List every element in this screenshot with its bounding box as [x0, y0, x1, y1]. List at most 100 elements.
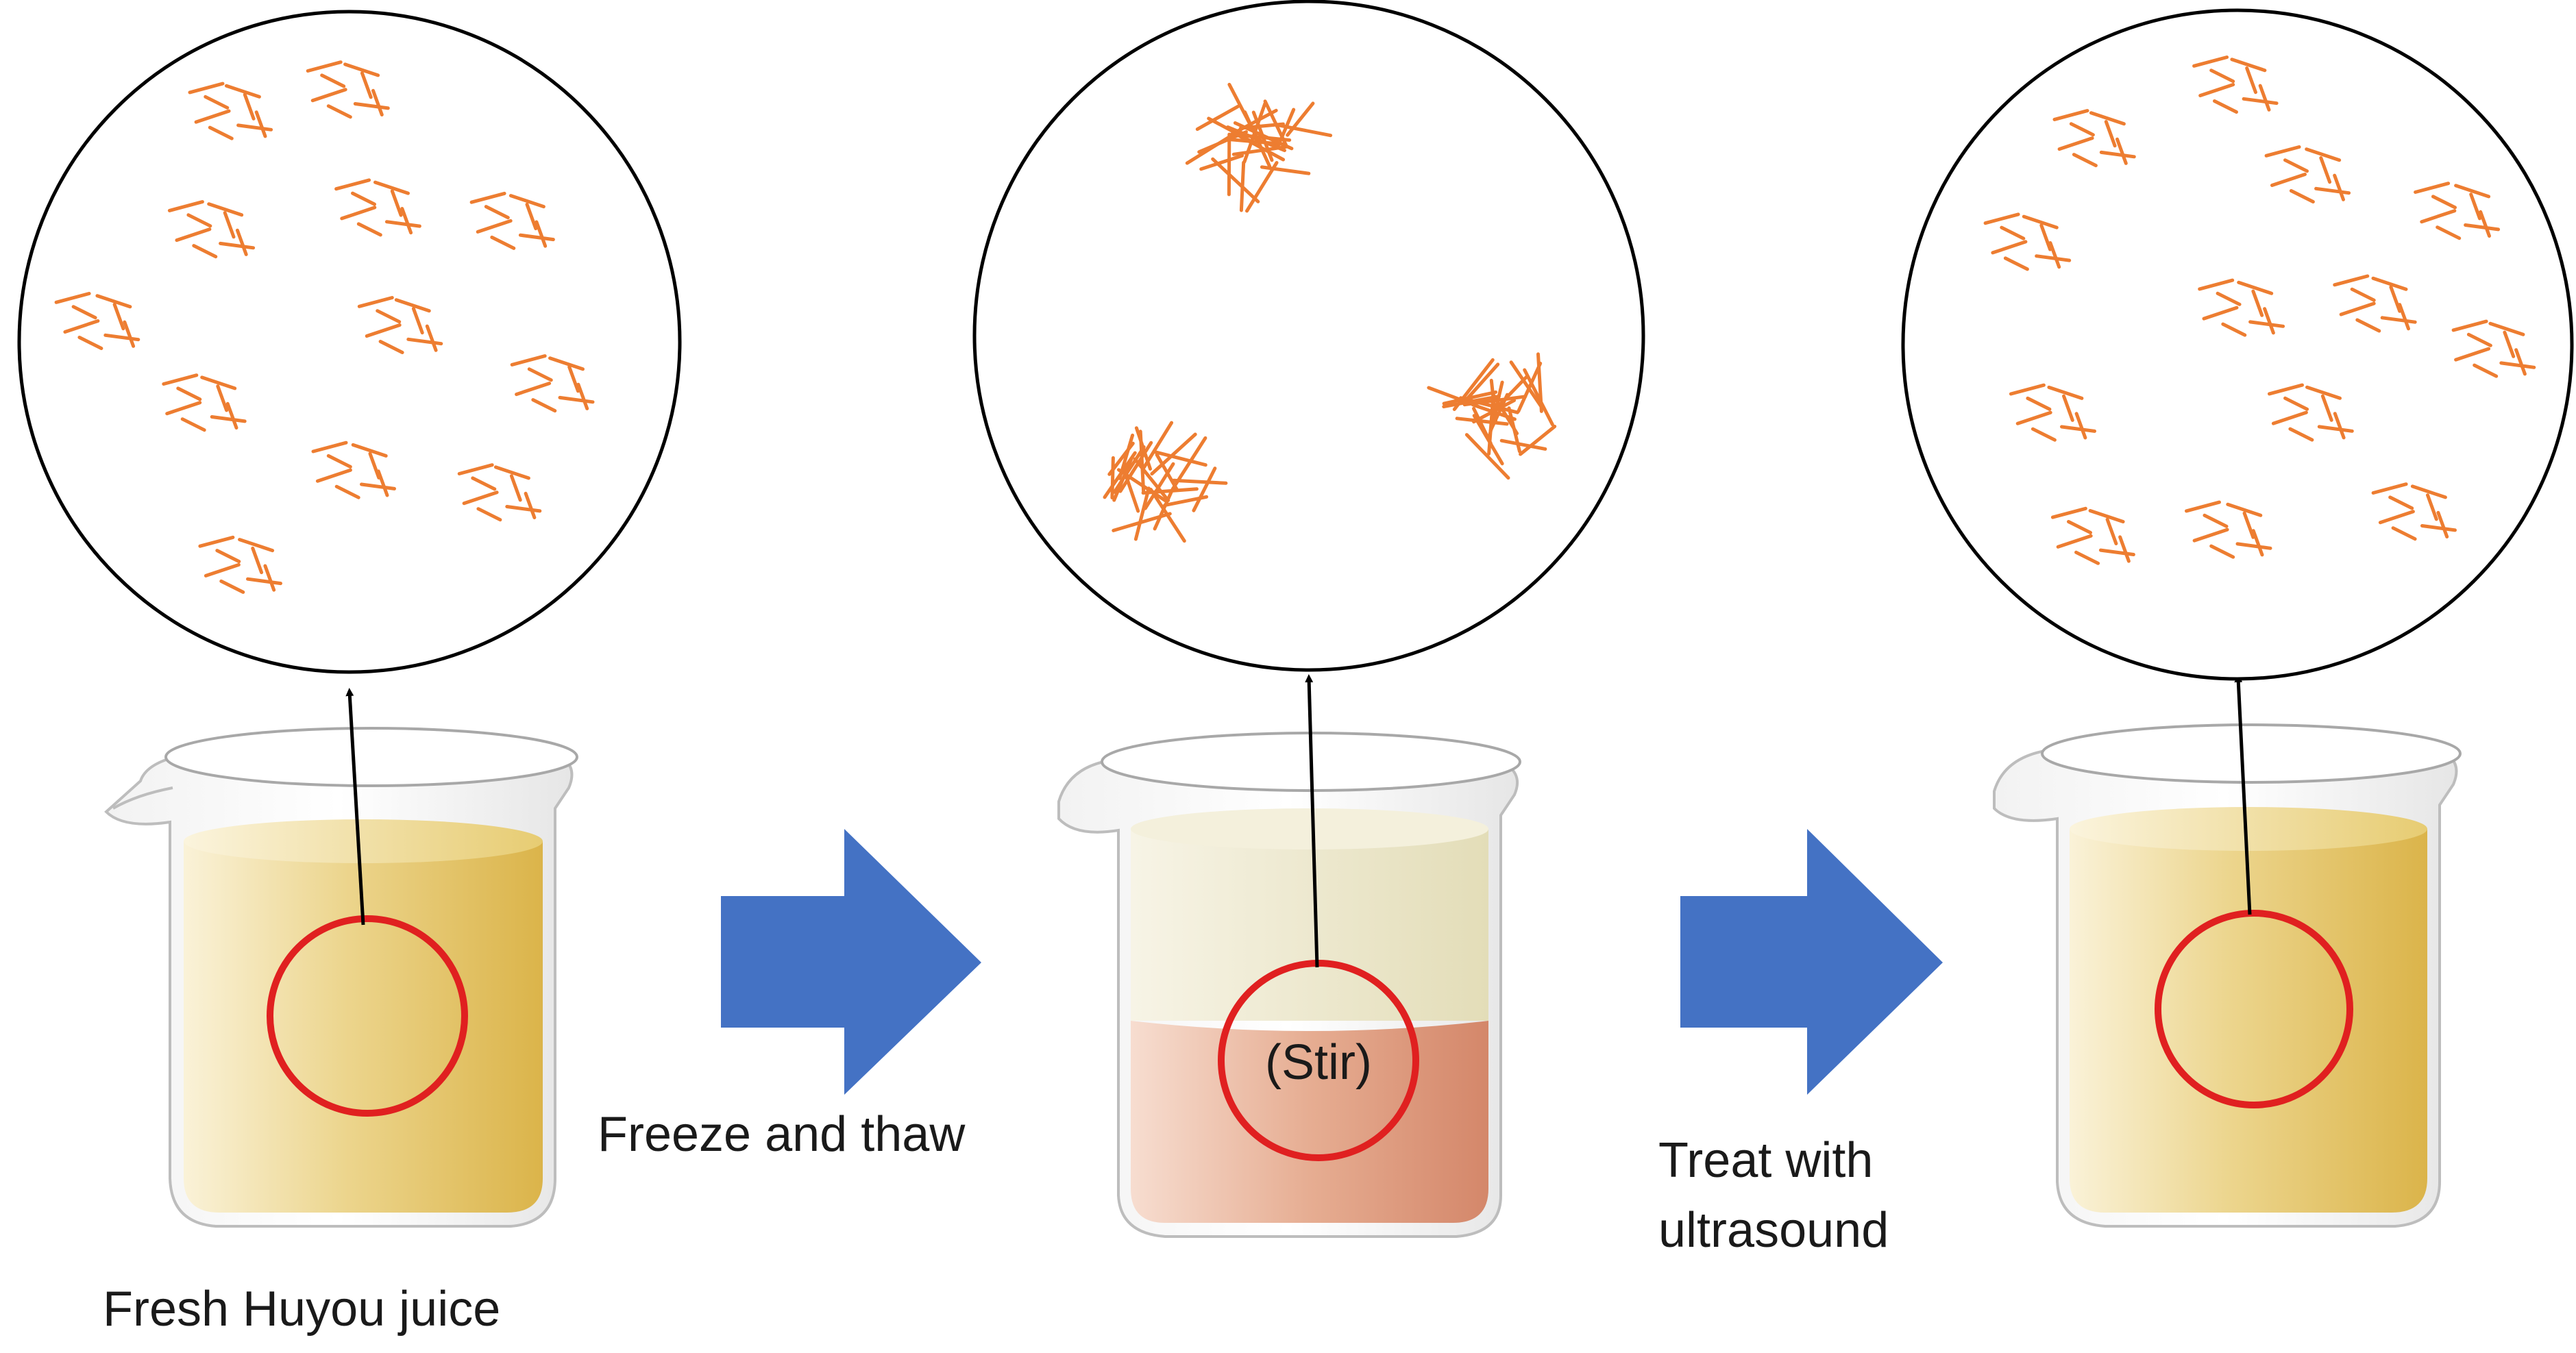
pulp-particle: [411, 307, 424, 335]
pulp-particle: [510, 354, 547, 367]
pulp-particle: [2258, 84, 2271, 112]
pulp-particle: [1455, 417, 1509, 426]
pulp-particle: [2371, 482, 2408, 495]
pulp-particle: [204, 95, 230, 110]
pulp-particle: [2022, 214, 2059, 229]
pulp-particle: [2213, 99, 2238, 114]
pulp-particle: [351, 443, 388, 458]
pulp-particle: [2388, 495, 2414, 510]
pulp-particle: [515, 382, 552, 397]
pulp-particle: [2242, 97, 2279, 105]
pulp-particle: [162, 373, 199, 386]
pulp-particle: [1260, 165, 1311, 175]
step-label-fresh-juice: Fresh Huyou juice: [103, 1282, 500, 1337]
pulp-particle: [1133, 457, 1170, 502]
pulp-particle: [400, 207, 413, 235]
pulp-particle: [1118, 433, 1135, 480]
pulp-particle: [235, 228, 248, 256]
pulp-particle: [2248, 320, 2285, 328]
pulp-particle: [2192, 55, 2229, 68]
pulp-particle: [243, 92, 256, 121]
pulp-particle: [2333, 412, 2346, 440]
pulp-particle: [476, 219, 513, 234]
pulp-particle: [210, 415, 247, 423]
pulp-particle: [1519, 425, 1557, 456]
pulp-particle: [340, 206, 377, 221]
magnified-view-circle: [17, 10, 682, 674]
magnified-view-aggregated: [972, 0, 1645, 672]
pulp-particle: [2398, 303, 2410, 331]
pulp-particle: [476, 507, 502, 522]
pulp-particle: [471, 476, 497, 491]
pulp-particle: [1118, 440, 1153, 493]
pulp-particle: [2314, 186, 2351, 195]
pulp-particle: [357, 296, 394, 308]
pulp-particle: [2317, 425, 2354, 433]
pulp-particle: [186, 213, 212, 228]
pulp-particle: [2000, 225, 2026, 240]
pulp-particle: [2115, 137, 2128, 165]
pulp-particle: [2414, 182, 2451, 194]
pulp-particle: [2305, 147, 2342, 162]
pulp-particle: [1472, 414, 1504, 466]
pulp-particle: [1226, 125, 1286, 153]
pulp-particle: [2469, 193, 2481, 221]
pulp-particle: [1134, 426, 1152, 471]
pulp-particle: [2074, 412, 2087, 440]
pulp-particle: [1110, 456, 1115, 499]
pulp-particle: [71, 305, 97, 320]
pulp-particle: [343, 62, 380, 77]
pulp-particle: [351, 191, 376, 206]
pulp-particle: [2031, 427, 2057, 442]
pulp-particle: [2271, 410, 2308, 425]
pulp-particle: [176, 386, 202, 401]
pulp-particle: [2062, 394, 2074, 422]
pulp-particle: [558, 395, 595, 404]
pulp-particle: [1286, 101, 1315, 137]
pulp-particle: [2454, 184, 2491, 199]
pulp-particle: [2410, 484, 2447, 499]
pulp-particle: [2466, 332, 2492, 347]
pulp-particle: [2048, 241, 2061, 269]
pulp-particle: [1150, 432, 1197, 476]
pulp-particle: [2503, 330, 2516, 358]
pulp-particle: [54, 292, 91, 304]
sample-highlight-circle: [267, 915, 468, 1117]
pulp-particle: [2320, 394, 2333, 422]
pulp-particle: [219, 241, 256, 250]
pulp-particle: [320, 73, 346, 88]
beaker-fresh-juice: Fresh Huyou juice: [17, 10, 682, 1337]
pulp-particle: [2488, 321, 2525, 336]
pulp-particle: [524, 491, 537, 519]
juice-liquid: [2070, 807, 2427, 1213]
pulp-particle: [373, 180, 410, 195]
pulp-particle: [469, 191, 506, 204]
pulp-particle: [2499, 361, 2536, 369]
pulp-particle: [531, 398, 557, 413]
pulp-particle: [2270, 173, 2307, 187]
pulp-particle: [2355, 318, 2381, 333]
pulp-particle: [2057, 136, 2094, 151]
pulp-particle: [376, 469, 389, 497]
pulp-particle: [326, 104, 352, 119]
pulp-particle: [548, 356, 585, 371]
pulp-particle: [2056, 534, 2093, 549]
pulp-particle: [390, 189, 403, 217]
pulp-particle: [1143, 462, 1175, 510]
pulp-particle: [251, 546, 264, 575]
pulp-particle: [406, 337, 443, 346]
pulp-particle: [1509, 360, 1543, 408]
pulp-particle: [2431, 195, 2457, 210]
pulp-particle: [2069, 122, 2095, 137]
pulp-particle: [103, 333, 140, 342]
pulp-particle: [360, 71, 373, 99]
pulp-particle: [2264, 145, 2301, 158]
pulp-particle: [1239, 122, 1285, 130]
pulp-particle: [167, 200, 204, 212]
pulp-particle: [2105, 517, 2118, 545]
particles-dispersed: [54, 60, 595, 594]
pulp-particle: [2226, 502, 2263, 517]
pulp-particle: [2050, 506, 2087, 519]
pulp-particle: [2235, 542, 2272, 550]
pulp-particle: [334, 178, 371, 191]
